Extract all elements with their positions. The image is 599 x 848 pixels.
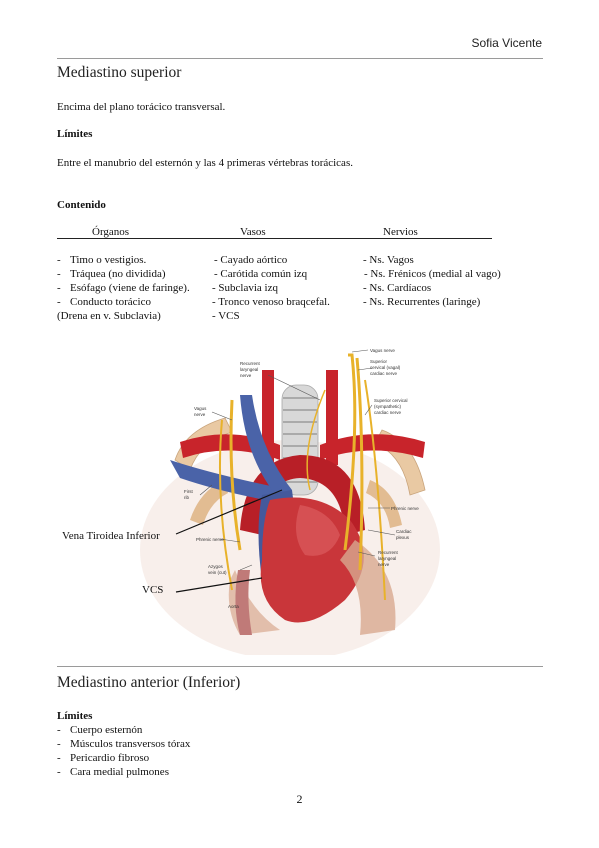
fig-label: Vagus nerve (370, 348, 395, 353)
callout-vcs: VCS (142, 584, 164, 596)
fig-label: Recurrent (240, 361, 261, 366)
list-item-dash: - (57, 766, 61, 778)
list-item-dash: - (57, 296, 61, 308)
list-item: Conducto torácico (70, 296, 151, 308)
fig-label: Recurrent (378, 550, 399, 555)
content-heading: Contenido (57, 199, 106, 211)
limits-heading-anterior: Límites (57, 710, 93, 722)
fig-label: Superior cervical (374, 398, 408, 403)
fig-label: Cardiac (396, 529, 412, 534)
fig-label: plexus (396, 535, 410, 540)
limits-heading: Límites (57, 128, 93, 140)
fig-label: laryngeal (378, 556, 396, 561)
fig-label: Vagus (194, 406, 207, 411)
list-item-dash: - (57, 254, 61, 266)
fig-label: cardiac nerve (374, 410, 402, 415)
fig-label: Phrenic nerve (196, 537, 224, 542)
list-item: - Ns. Cardíacos (363, 282, 432, 294)
list-item: - Cayado aórtico (214, 254, 288, 266)
list-item: Músculos transversos tórax (70, 738, 191, 750)
list-item: - Ns. Recurrentes (laringe) (363, 296, 481, 308)
callout-line-vcs (175, 577, 263, 593)
list-item: (Drena en v. Subclavia) (57, 310, 161, 322)
fig-label: laryngeal (240, 367, 258, 372)
intro-text: Encima del plano torácico transversal. (57, 101, 226, 113)
callout-vena-tiroidea: Vena Tiroidea Inferior (62, 530, 160, 542)
fig-label: Phrenic nerve (391, 506, 419, 511)
list-item-dash: - (57, 738, 61, 750)
list-item: Pericardio fibroso (70, 752, 150, 764)
list-item: - Subclavia izq (212, 282, 278, 294)
mediastinum-illustration: Vagus nerve Superior cervical (vagal) ca… (140, 348, 440, 655)
fig-label: First (184, 489, 193, 494)
column-header-vasos: Vasos (240, 226, 266, 238)
fig-label: nerve (194, 412, 206, 417)
fig-label: (sympathetic) (374, 404, 402, 409)
list-item: - Tronco venoso braqcefal. (212, 296, 330, 308)
fig-label: Azygos (208, 564, 224, 569)
list-item-dash: - (57, 724, 61, 736)
list-item: - Ns. Vagos (363, 254, 414, 266)
list-item: Cara medial pulmones (70, 766, 169, 778)
author-name: Sofia Vicente (471, 36, 543, 50)
list-item: Cuerpo esternón (70, 724, 143, 736)
fig-label: vein (cut) (208, 570, 227, 575)
list-item: - Ns. Frénicos (medial al vago) (364, 268, 501, 280)
list-item-dash: - (57, 282, 61, 294)
section-title-superior: Mediastino superior (57, 64, 182, 81)
fig-label: nerve (378, 562, 390, 567)
column-header-organos: Órganos (92, 226, 130, 238)
fig-label: Superior (370, 359, 388, 364)
list-item: Esófago (viene de faringe). (70, 282, 190, 294)
callout-line-vena-tiroidea (175, 489, 283, 535)
fig-label: rib (184, 495, 189, 500)
table-underline (57, 238, 492, 239)
limits-text: Entre el manubrio del esternón y las 4 p… (57, 157, 353, 169)
list-item-dash: - (57, 268, 61, 280)
fig-label: Aorta (228, 604, 239, 609)
section-divider (57, 666, 543, 667)
list-item-dash: - (57, 752, 61, 764)
list-item: - Carótida común izq (214, 268, 308, 280)
fig-label: cardiac nerve (370, 371, 398, 376)
list-item: - VCS (212, 310, 240, 322)
list-item: Tráquea (no dividida) (70, 268, 166, 280)
fig-label: cervical (vagal) (370, 365, 401, 370)
fig-label: nerve (240, 373, 252, 378)
header-divider (57, 58, 543, 59)
page-number: 2 (296, 792, 303, 806)
column-header-nervios: Nervios (383, 226, 418, 238)
section-title-anterior: Mediastino anterior (Inferior) (57, 674, 241, 691)
list-item: Timo o vestigios. (70, 254, 147, 266)
